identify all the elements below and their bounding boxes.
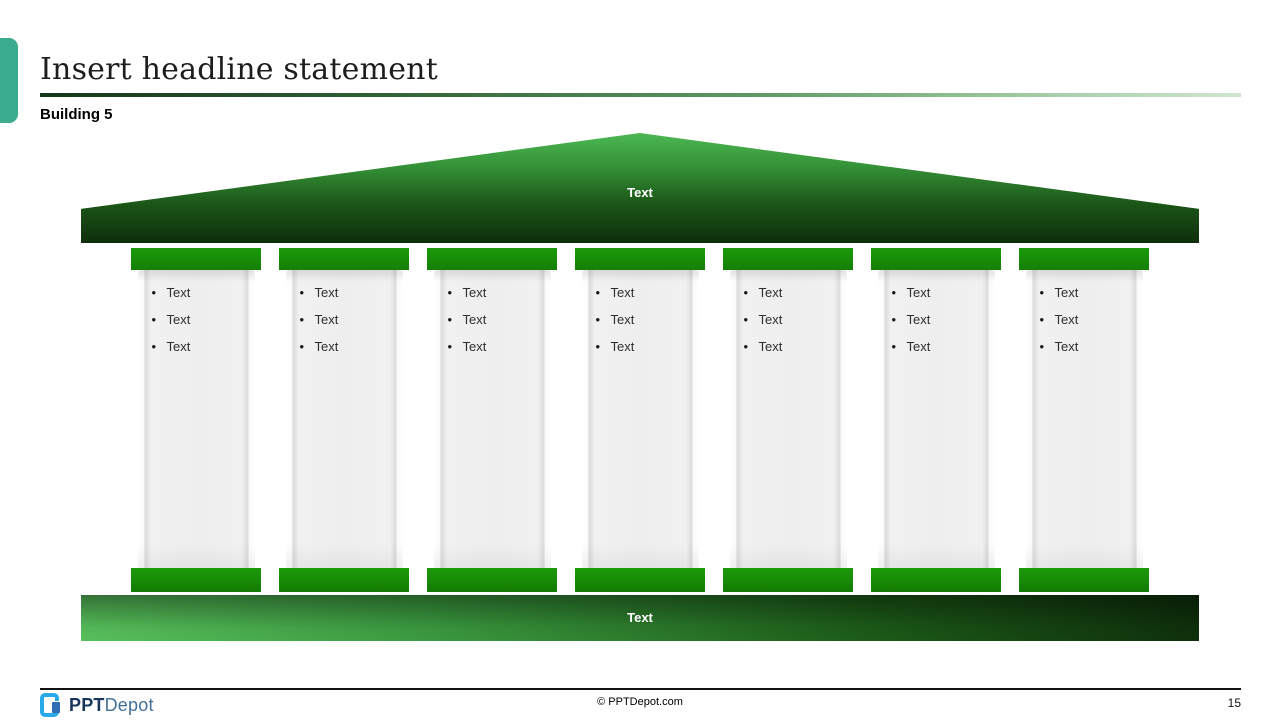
column-shaft: Text Text Text bbox=[582, 270, 699, 568]
bullet-item: Text bbox=[892, 333, 995, 360]
bullet-item: Text bbox=[448, 333, 551, 360]
brand-name: PPTDepot bbox=[69, 695, 154, 716]
bullet-item: Text bbox=[744, 333, 847, 360]
bullet-item: Text bbox=[1040, 306, 1143, 333]
bullet-item: Text bbox=[596, 306, 699, 333]
column: Text Text Text bbox=[279, 248, 409, 592]
brand-logo: PPTDepot bbox=[40, 693, 154, 717]
bullet-item: Text bbox=[744, 279, 847, 306]
column: Text Text Text bbox=[871, 248, 1001, 592]
bullet-item: Text bbox=[596, 279, 699, 306]
column-capital bbox=[871, 248, 1001, 270]
bullet-item: Text bbox=[300, 279, 403, 306]
page-title: Insert headline statement bbox=[40, 52, 438, 87]
column-shaft: Text Text Text bbox=[1026, 270, 1143, 568]
column-base bbox=[131, 568, 261, 592]
column: Text Text Text bbox=[1019, 248, 1149, 592]
bullet-item: Text bbox=[152, 306, 255, 333]
column-base bbox=[279, 568, 409, 592]
bullet-item: Text bbox=[152, 279, 255, 306]
title-divider bbox=[40, 93, 1241, 97]
bullet-item: Text bbox=[892, 306, 995, 333]
brand-ppt: PPT bbox=[69, 694, 105, 715]
roof-label: Text bbox=[627, 185, 653, 200]
column-shaft: Text Text Text bbox=[434, 270, 551, 568]
column: Text Text Text bbox=[427, 248, 557, 592]
bullet-item: Text bbox=[1040, 333, 1143, 360]
bullet-list: Text Text Text bbox=[152, 279, 255, 360]
bullet-list: Text Text Text bbox=[596, 279, 699, 360]
bullet-list: Text Text Text bbox=[892, 279, 995, 360]
bullet-item: Text bbox=[1040, 279, 1143, 306]
page-number: 15 bbox=[1227, 696, 1241, 710]
bullet-list: Text Text Text bbox=[300, 279, 403, 360]
bullet-item: Text bbox=[596, 333, 699, 360]
bullet-item: Text bbox=[744, 306, 847, 333]
columns-row: Text Text Text Text Text Text bbox=[81, 248, 1199, 592]
bullet-list: Text Text Text bbox=[1040, 279, 1143, 360]
building-foundation: Text bbox=[81, 595, 1199, 641]
bullet-item: Text bbox=[300, 333, 403, 360]
foundation-label: Text bbox=[627, 610, 653, 625]
column-shaft: Text Text Text bbox=[730, 270, 847, 568]
subtitle: Building 5 bbox=[40, 106, 113, 123]
column-capital bbox=[575, 248, 705, 270]
column: Text Text Text bbox=[131, 248, 261, 592]
column-shaft: Text Text Text bbox=[878, 270, 995, 568]
bullet-list: Text Text Text bbox=[744, 279, 847, 360]
column-shaft: Text Text Text bbox=[138, 270, 255, 568]
brand-depot: Depot bbox=[104, 694, 154, 715]
bullet-list: Text Text Text bbox=[448, 279, 551, 360]
building-roof: Text bbox=[81, 133, 1199, 243]
column-base bbox=[871, 568, 1001, 592]
bullet-item: Text bbox=[892, 279, 995, 306]
accent-tab bbox=[0, 38, 18, 123]
column-capital bbox=[1019, 248, 1149, 270]
column-base bbox=[575, 568, 705, 592]
column-base bbox=[1019, 568, 1149, 592]
footer-divider bbox=[40, 688, 1241, 690]
bullet-item: Text bbox=[300, 306, 403, 333]
column: Text Text Text bbox=[575, 248, 705, 592]
column-base bbox=[427, 568, 557, 592]
bullet-item: Text bbox=[152, 333, 255, 360]
column-capital bbox=[279, 248, 409, 270]
column-capital bbox=[131, 248, 261, 270]
column-capital bbox=[427, 248, 557, 270]
bullet-item: Text bbox=[448, 279, 551, 306]
ppt-depot-icon bbox=[40, 693, 62, 717]
bullet-item: Text bbox=[448, 306, 551, 333]
footer-copyright: © PPTDepot.com bbox=[597, 696, 683, 708]
column-capital bbox=[723, 248, 853, 270]
column-shaft: Text Text Text bbox=[286, 270, 403, 568]
column: Text Text Text bbox=[723, 248, 853, 592]
column-base bbox=[723, 568, 853, 592]
